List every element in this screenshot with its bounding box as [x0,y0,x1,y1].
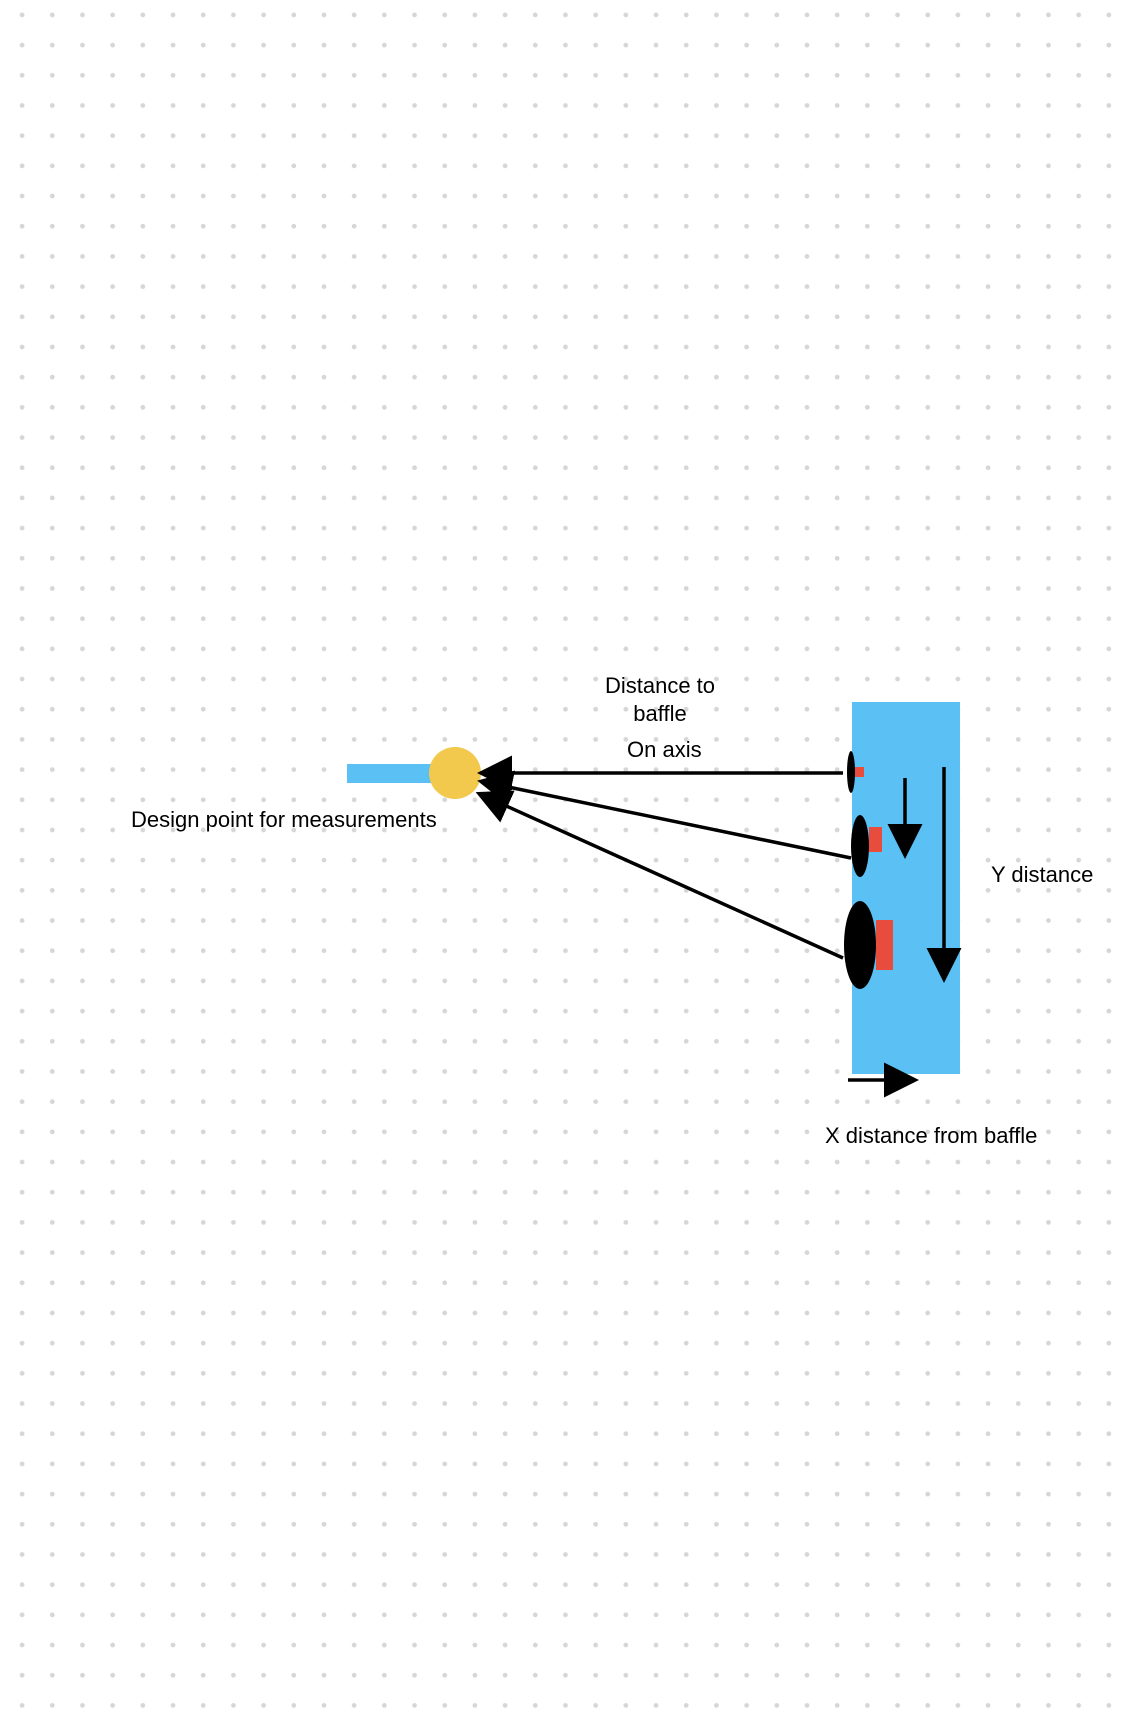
woofer-magnet [876,920,893,970]
midrange-driver [851,815,882,877]
woofer [844,901,893,989]
midrange-arrow [477,770,852,860]
tweeter-cone [847,751,855,793]
distance-to-baffle-line2: baffle [633,701,687,726]
measurement-microphone [347,747,481,799]
design-point-label: Design point for measurements [131,807,437,832]
woofer-arrow [475,790,844,960]
tweeter [847,751,864,793]
y-distance-label: Y distance [991,862,1094,887]
tweeter-magnet [855,767,864,777]
midrange-cone [851,815,869,877]
woofer-cone [844,901,876,989]
microphone-head [429,747,481,799]
on-axis-label: On axis [627,737,702,762]
midrange-magnet [869,827,882,852]
microphone-body [347,764,445,783]
speaker-baffle [852,702,960,1074]
distance-to-baffle-label: Distance to baffle [590,672,730,728]
distance-to-baffle-line1: Distance to [604,673,716,698]
x-distance-label: X distance from baffle [825,1123,1038,1148]
